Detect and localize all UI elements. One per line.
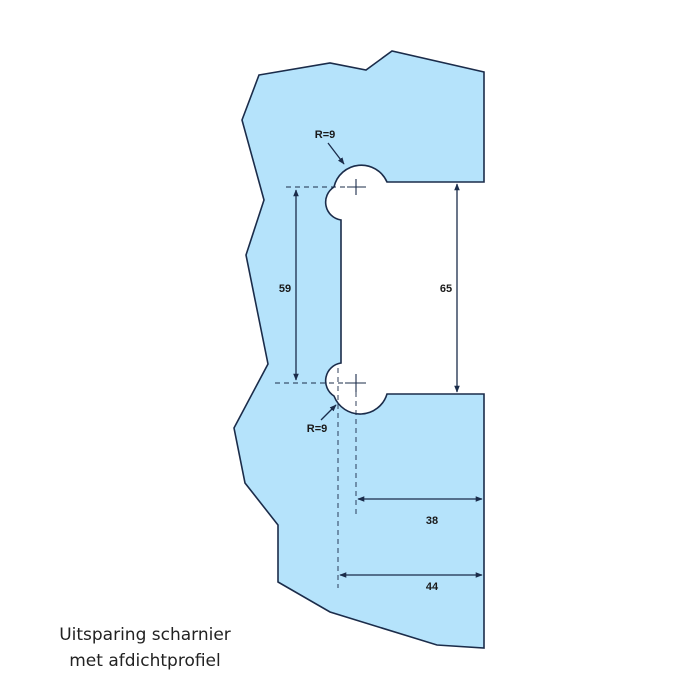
dimension-label-65: 65 <box>440 283 452 295</box>
diagram-caption: Uitsparing scharnier met afdichtprofiel <box>20 622 270 674</box>
radius-label-top: R=9 <box>315 129 336 141</box>
dimension-label-38: 38 <box>426 515 438 527</box>
caption-line-1: Uitsparing scharnier <box>59 625 231 645</box>
glass-panel-shape <box>233 50 485 649</box>
radius-leader-bottom <box>320 404 337 421</box>
dimension-label-44: 44 <box>426 581 439 593</box>
caption-line-2: met afdichtprofiel <box>69 651 221 671</box>
dimension-label-59: 59 <box>279 283 291 295</box>
radius-label-bottom: R=9 <box>307 423 328 435</box>
radius-leader-top <box>327 142 345 165</box>
